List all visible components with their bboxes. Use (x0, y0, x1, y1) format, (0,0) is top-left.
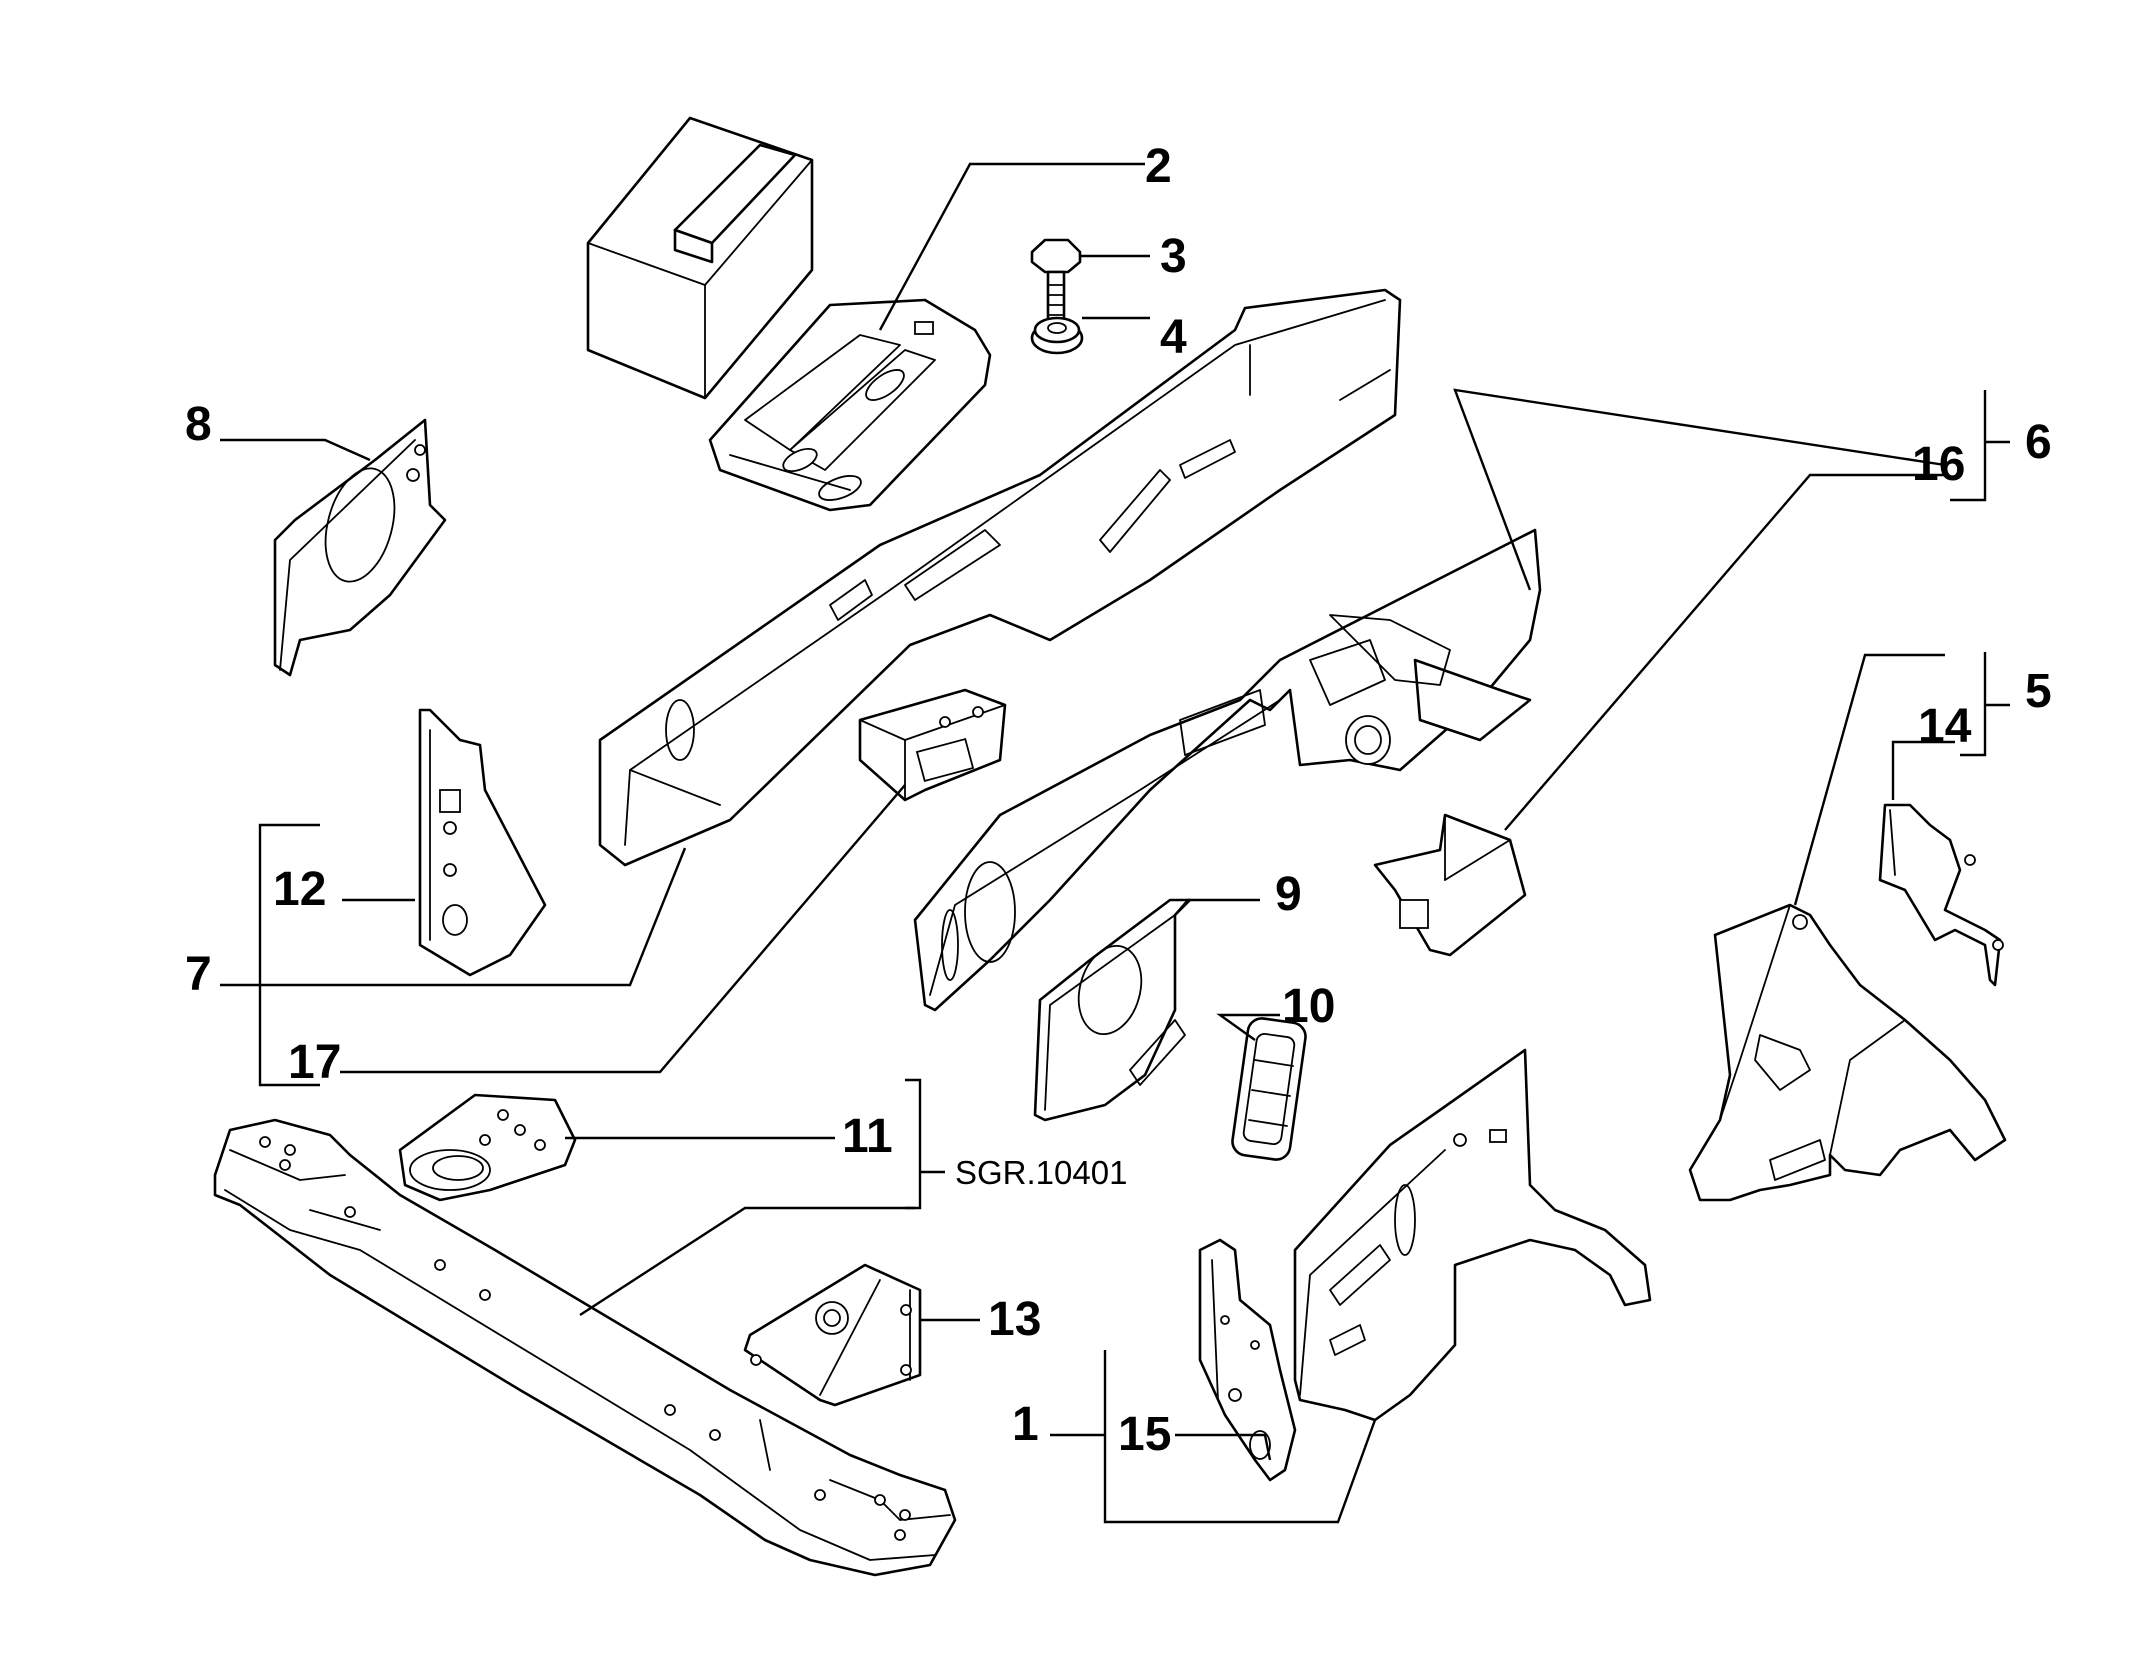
mount-bracket (743, 1263, 922, 1407)
battery (586, 116, 814, 400)
rear-bracket (1198, 1238, 1297, 1482)
leader-9 (1174, 898, 1260, 916)
label-12: 12 (273, 863, 326, 916)
label-15: 15 (1118, 1408, 1171, 1461)
tower-bracket (1878, 803, 2004, 987)
reference-code: SGR.10401 (955, 1154, 1127, 1191)
labels: 2 3 4 8 6 16 5 14 12 9 7 10 17 11 SGR.10… (185, 140, 2052, 1461)
label-2: 2 (1145, 140, 1172, 193)
bracket-7 (258, 823, 320, 1087)
leader-15 (1175, 1433, 1272, 1461)
leader-6 (1453, 388, 1946, 591)
nut (1030, 316, 1084, 355)
front-arch-reinforcement (273, 418, 447, 677)
leader-14 (1891, 740, 1955, 800)
rail-mount-bracket (858, 688, 1007, 802)
grommet (1231, 1017, 1307, 1161)
plate-bracket (398, 1093, 577, 1202)
rear-rail-bracket (1373, 813, 1527, 957)
label-6: 6 (2025, 416, 2052, 469)
arch-reinforcement (1033, 898, 1192, 1122)
label-17: 17 (288, 1036, 341, 1089)
rear-tower-panel (1688, 903, 2007, 1202)
bracket-6 (1950, 390, 1987, 502)
rear-wheelhouse (1293, 1048, 1652, 1422)
leader-17 (340, 784, 906, 1074)
label-8: 8 (185, 398, 212, 451)
front-side-rail (598, 288, 1402, 867)
leader-lines (220, 162, 2010, 1524)
rear-side-rail (913, 528, 1542, 1012)
vertical-bracket (418, 708, 547, 977)
leader-5 (1793, 653, 1945, 906)
label-11: 11 (842, 1110, 893, 1163)
label-16: 16 (1912, 438, 1965, 491)
label-10: 10 (1282, 980, 1335, 1033)
leader-2 (878, 162, 1145, 331)
battery-tray (708, 298, 992, 512)
label-14: 14 (1918, 700, 1972, 753)
label-1: 1 (1012, 1398, 1039, 1451)
leader-10 (1216, 1013, 1280, 1041)
label-3: 3 (1160, 230, 1187, 283)
bolt (1030, 238, 1082, 329)
label-13: 13 (988, 1293, 1041, 1346)
label-5: 5 (2025, 665, 2052, 718)
bracket-sgr (905, 1078, 922, 1210)
crossmember (213, 1118, 957, 1577)
leader-8 (220, 438, 371, 462)
bracket-5 (1960, 652, 1987, 757)
leader-7 (220, 847, 687, 987)
label-9: 9 (1275, 868, 1302, 921)
leader-crossmember (579, 1206, 915, 1317)
label-4: 4 (1160, 311, 1187, 364)
leader-16 (1504, 473, 1945, 831)
label-7: 7 (185, 948, 212, 1001)
